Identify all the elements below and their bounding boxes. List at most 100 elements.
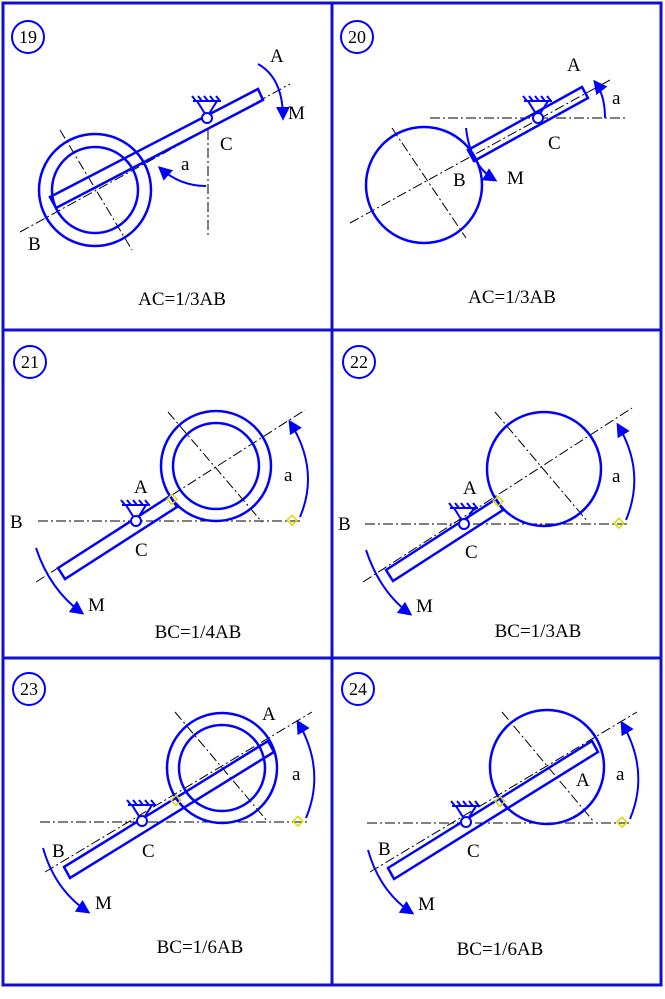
panel-caption: AC=1/3AB <box>468 287 556 308</box>
panel-23: 23 A a B C M BC=1/6AB <box>12 672 316 958</box>
angle-vertex-marker <box>285 514 299 527</box>
label-b: B <box>28 234 41 255</box>
moment-arrow <box>365 549 413 616</box>
center-lines <box>349 79 625 239</box>
angle-vertex-marker <box>615 816 629 829</box>
panel-number: 23 <box>20 679 38 699</box>
panel-number: 21 <box>21 352 39 372</box>
pin-support <box>120 499 150 527</box>
label-c: C <box>465 542 478 563</box>
label-a: A <box>262 704 276 725</box>
label-m: M <box>95 893 112 914</box>
label-angle: a <box>612 88 621 109</box>
rod-ab <box>48 87 265 210</box>
label-m: M <box>418 894 435 915</box>
label-b: B <box>52 841 65 862</box>
center-lines <box>367 711 638 873</box>
label-c: C <box>548 133 561 154</box>
label-c: C <box>467 841 480 862</box>
panel-21: 21 A B C M a BC=1/4AB <box>10 345 309 643</box>
panel-number-badge <box>342 345 376 379</box>
moment-arrow <box>465 127 498 182</box>
label-c: C <box>135 540 148 561</box>
disc <box>485 410 603 528</box>
label-m: M <box>416 596 433 617</box>
label-a: A <box>576 770 590 791</box>
label-b: B <box>338 514 351 535</box>
label-angle: a <box>612 466 621 487</box>
angle-arrow <box>157 166 207 187</box>
panel-caption: BC=1/6AB <box>457 939 544 960</box>
center-lines <box>19 83 291 251</box>
disc-outer <box>159 409 273 523</box>
disc-inner <box>50 145 140 235</box>
label-b: B <box>378 839 391 860</box>
moment-arrow <box>257 63 290 121</box>
disc-inner <box>177 723 267 813</box>
panel-number-badge <box>12 672 46 706</box>
panel-number: 22 <box>350 352 368 372</box>
center-lines <box>362 407 633 583</box>
panel-number-badge <box>340 20 374 54</box>
angle-vertex-marker <box>291 815 305 828</box>
angle-arrow <box>593 79 608 119</box>
label-c: C <box>220 134 233 155</box>
moment-arrow <box>42 847 91 914</box>
panel-22: 22 A B C M a BC=1/3AB <box>338 345 636 642</box>
panel-19: 19 A M C B a AC=1/3AB <box>11 20 305 310</box>
label-b: B <box>10 512 23 533</box>
angle-arrow <box>288 419 309 518</box>
label-m: M <box>288 103 305 124</box>
panel-number-badge <box>11 20 45 54</box>
panel-number: 24 <box>349 679 367 699</box>
pin-support <box>448 502 478 530</box>
panel-caption: BC=1/6AB <box>157 937 244 958</box>
label-c: C <box>142 841 155 862</box>
panel-caption: BC=1/3AB <box>495 621 582 642</box>
rod-ab <box>466 85 590 163</box>
joint-marker <box>169 794 183 807</box>
panel-20: 20 A a C B M AC=1/3AB <box>340 20 625 308</box>
angle-arrow <box>296 719 316 819</box>
panel-caption: AC=1/3AB <box>138 289 226 310</box>
panel-number: 20 <box>348 27 366 47</box>
angle-vertex-marker <box>612 517 626 530</box>
label-angle: a <box>181 154 190 175</box>
label-a: A <box>567 55 581 76</box>
panel-number: 19 <box>19 27 37 47</box>
pin-support <box>522 95 552 124</box>
pin-support <box>191 95 221 124</box>
disc <box>488 708 606 826</box>
panel-24: 24 A a B C M BC=1/6AB <box>341 672 640 960</box>
rod-bc <box>384 497 505 583</box>
disc-outer <box>37 132 153 248</box>
panel-number-badge <box>341 672 375 706</box>
center-lines <box>35 409 306 583</box>
label-angle: a <box>284 465 293 486</box>
joint-marker <box>493 795 507 808</box>
label-b: B <box>453 170 466 191</box>
pin-support <box>126 799 156 827</box>
moment-arrow <box>35 547 85 615</box>
angle-arrow <box>620 720 640 820</box>
label-angle: a <box>616 764 625 785</box>
disc-outer <box>165 711 279 825</box>
label-a: A <box>134 477 148 498</box>
label-m: M <box>507 168 524 189</box>
panel-number-badge <box>13 345 47 379</box>
disc-inner <box>171 421 261 511</box>
label-angle: a <box>292 764 301 785</box>
rod-ab <box>386 739 600 881</box>
joint-marker <box>165 493 179 506</box>
rod-ab <box>62 739 276 880</box>
label-m: M <box>88 595 105 616</box>
rod-bc <box>56 494 179 581</box>
label-a: A <box>463 478 477 499</box>
pin-support <box>450 800 480 828</box>
panel-caption: BC=1/4AB <box>155 622 242 643</box>
joint-marker <box>491 495 505 508</box>
angle-arrow <box>616 422 636 521</box>
